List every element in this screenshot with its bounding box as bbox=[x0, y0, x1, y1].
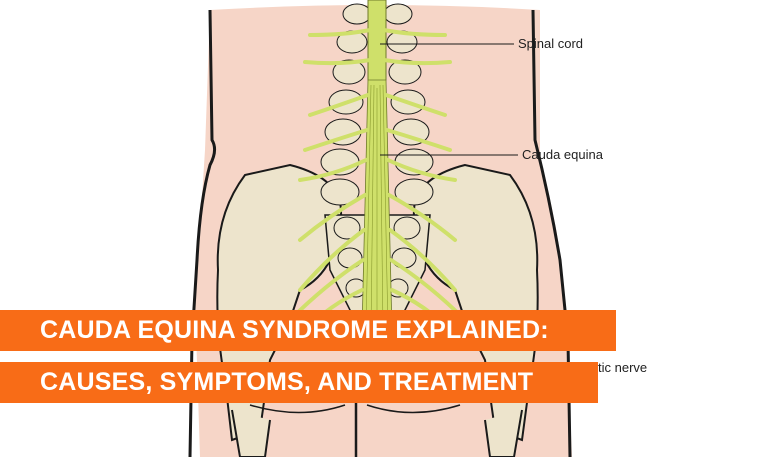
title-line1-text: CAUDA EQUINA SYNDROME EXPLAINED: bbox=[40, 316, 549, 344]
lower-right-femur bbox=[484, 409, 523, 457]
torso-left-outline bbox=[188, 9, 217, 457]
left-gluteal-curve bbox=[249, 404, 346, 414]
sciatic-nerve-label: tic nerve bbox=[598, 360, 648, 375]
torso-right-outline bbox=[531, 9, 572, 457]
nerve-branches bbox=[288, 28, 467, 332]
spinal-cord-label: Spinal cord bbox=[518, 36, 584, 51]
lower-left-femur bbox=[231, 409, 271, 457]
title-banner-line1: CAUDA EQUINA SYNDROME EXPLAINED: bbox=[0, 310, 616, 351]
title-line2-text: CAUSES, SYMPTOMS, AND TREATMENT bbox=[40, 368, 534, 396]
cauda-equina-strands bbox=[365, 84, 389, 331]
title-banner-line2: CAUSES, SYMPTOMS, AND TREATMENT bbox=[0, 362, 598, 403]
right-gluteal-curve bbox=[366, 404, 461, 414]
cauda-equina-label: Cauda equina bbox=[522, 147, 603, 162]
